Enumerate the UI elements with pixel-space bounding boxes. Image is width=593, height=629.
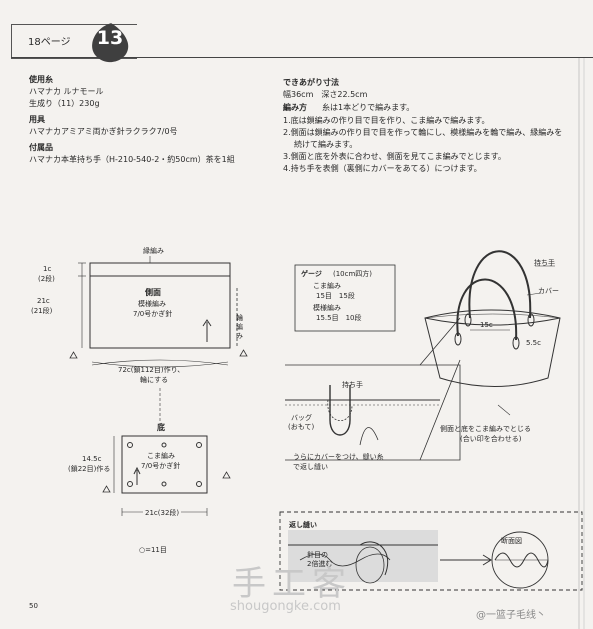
step-2: 2.側面は鎖編みの作り目で目を作って輪にし、模様編みを輪で編み、縁編みを [283, 128, 563, 137]
step-4: 4.持ち手を表側（裏側にカバーをあてる）につけます。 [283, 164, 482, 173]
gauge-unit: (10cm四方) [333, 270, 373, 278]
weibo-watermark: @一篮子毛线丶 [476, 610, 546, 621]
yarn-title: 使用糸 [29, 75, 53, 84]
base-bottom-measure: 21c(32段) [143, 508, 182, 518]
gauge-title: ゲージ [301, 270, 322, 278]
accessory-text: ハマナカ本革持ち手（H-210-540-2・約50cm）茶を1組 [29, 155, 235, 164]
left-mid-measure: 21c [37, 297, 50, 305]
site-watermark: 手工客 [232, 564, 352, 604]
side-bottom-measure: 72c(鎖112目)作り、 [118, 366, 185, 374]
step-3: 3.側面と底を外表に合わせ、側面を見てこま編みでとじます。 [283, 152, 506, 161]
left-top-rows: (2段) [38, 275, 55, 283]
side-pattern: 模様編み [138, 300, 166, 308]
handle-offset: 5.5c [526, 339, 541, 347]
tools-text: ハマナカアミアミ両かぎ針ラクラク7/0号 [29, 127, 178, 136]
step-2-cont: 続けて編みます。 [294, 140, 358, 149]
gauge-sc-label: こま編み [313, 282, 341, 290]
detail-bag-label: バッグ [291, 414, 312, 422]
backstitch-note-1: 針目の [307, 551, 328, 559]
detail-note-2: で返し縫い [293, 463, 328, 471]
tools-title: 用具 [29, 115, 45, 124]
join-note-1: 側面と底をこま編みでとじる [440, 425, 531, 433]
left-top-measure: 1c [43, 265, 52, 273]
ring-label: 輪編み [236, 314, 243, 340]
gauge-sc-value: 15目 15段 [316, 292, 355, 300]
base-stitch: こま編み [147, 452, 175, 460]
pattern-number: 13 [96, 27, 124, 49]
gauge-pat-value: 15.5目 10段 [316, 314, 362, 322]
header-rule [11, 57, 593, 58]
page-number: 50 [29, 602, 38, 610]
page-reference: 18ページ [28, 37, 71, 48]
base-left-measure: 14.5c [82, 455, 102, 463]
detail-bag-side: (おもて) [288, 423, 315, 431]
edge-label: 縁編み [143, 247, 164, 255]
stitch-legend: ○=11目 [139, 546, 167, 554]
cross-section-label: 断面図 [501, 537, 522, 545]
detail-handle-label: 持ち手 [342, 381, 363, 389]
backstitch-title: 返し縫い [289, 521, 317, 529]
step-1: 1.底は鎖編みの作り目で目を作り、こま編みで編みます。 [283, 116, 490, 125]
method-title: 編み方 [283, 103, 307, 112]
base-title: 底 [157, 423, 165, 432]
gauge-pat-label: 模様編み [313, 304, 341, 312]
side-bottom-note: 輪にする [140, 376, 169, 384]
size-text: 幅36cm 深さ22.5cm [283, 90, 368, 99]
accessory-title: 付属品 [29, 143, 53, 152]
left-mid-rows: (21段) [31, 307, 53, 315]
header-box [11, 24, 137, 59]
drop-icon [92, 23, 129, 63]
method-note: 糸は1本どりで編みます。 [322, 103, 415, 112]
yarn-name: ハマナカ ルナモール [29, 87, 104, 96]
cover-label: カバー [538, 287, 559, 295]
detail-note-1: うらにカバーをつけ、縫い糸 [293, 453, 384, 461]
base-hook: 7/0号かぎ針 [141, 462, 181, 470]
join-note-2: (合い印を合わせる) [460, 435, 522, 443]
side-hook: 7/0号かぎ針 [133, 310, 173, 318]
handle-spacing: 15c [480, 321, 493, 329]
handle-label: 持ち手 [534, 259, 555, 267]
backstitch-note-2: 2倍進む [307, 560, 333, 568]
size-title: できあがり寸法 [283, 78, 339, 87]
base-left-note: (鎖22目)作る [68, 465, 111, 473]
side-title: 側面 [145, 288, 161, 297]
yarn-color: 生成り（11）230g [29, 99, 100, 108]
site-url-watermark: shougongke.com [230, 599, 341, 614]
